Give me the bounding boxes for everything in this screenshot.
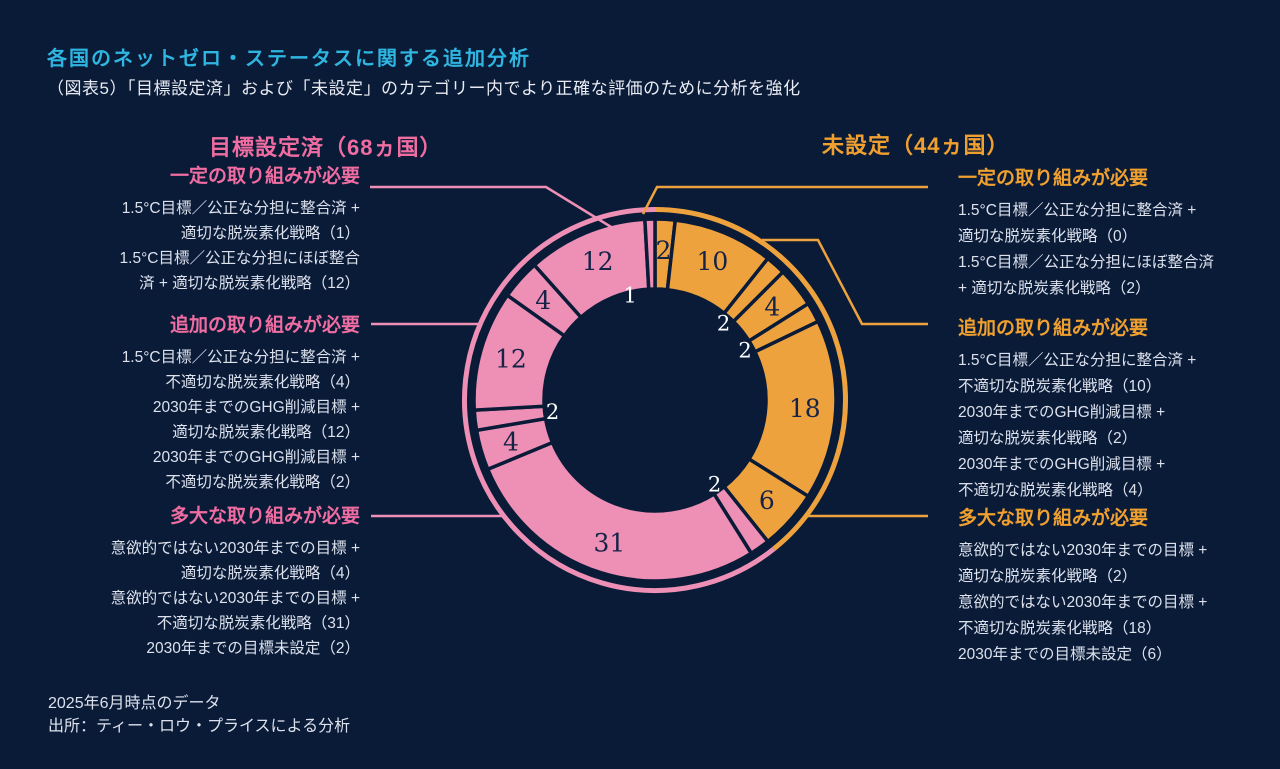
legend-item: 2030年までの目標未設定（6） (958, 642, 1270, 668)
outer-ring (462, 207, 848, 593)
legend-line: 1.5°C目標／公正な分担に整合済 + (121, 349, 360, 366)
legend-line: 意欲的ではない2030年までの目標 + (110, 590, 360, 607)
group-ring-unset (654, 207, 848, 551)
legend-line: 適切な脱炭素化戦略（12） (172, 424, 360, 441)
legend-line: 適切な脱炭素化戦略（2） (958, 430, 1138, 447)
legend-line: 適切な脱炭素化戦略（2） (958, 568, 1138, 585)
chart-number-label: 2 (717, 312, 730, 336)
connector-right-some-effort (641, 185, 928, 215)
legend-item: 2030年までのGHG削減目標 + 適切な脱炭素化戦略（2） (958, 400, 1270, 452)
legend-item: 1.5°C目標／公正な分担にほぼ整合済 + 適切な脱炭素化戦略（2） (958, 250, 1270, 302)
legend-item: 1.5°C目標／公正な分担に整合済 + 適切な脱炭素化戦略（1） (40, 196, 360, 246)
right-group-header: 未設定（44ヵ国） (822, 133, 1010, 158)
chart-number-label: 31 (593, 529, 625, 558)
chart-number-label: 2 (546, 400, 559, 424)
left-legend: 一定の取り組みが必要 1.5°C目標／公正な分担に整合済 + 適切な脱炭素化戦略… (40, 166, 360, 661)
connector-right-additional-effort (762, 238, 928, 326)
chart-number-label: 12 (582, 247, 614, 276)
section-title: 一定の取り組みが必要 (958, 168, 1149, 189)
legend-line: 不適切な脱炭素化戦略（2） (165, 474, 360, 491)
section-title: 多大な取り組みが必要 (169, 506, 360, 527)
group-ring-set (462, 207, 776, 593)
chart-segment (485, 440, 754, 583)
footnote-date: 2025年6月時点のデータ (48, 695, 221, 712)
legend-line: 適切な脱炭素化戦略（0） (958, 228, 1138, 245)
legend-item: 意欲的ではない2030年までの目標 + 不適切な脱炭素化戦略（31） (40, 586, 360, 636)
legend-line: 意欲的ではない2030年までの目標 + (958, 542, 1208, 559)
right-legend: 一定の取り組みが必要 1.5°C目標／公正な分担に整合済 + 適切な脱炭素化戦略… (958, 168, 1270, 668)
legend-item: 1.5°C目標／公正な分担に整合済 + 適切な脱炭素化戦略（0） (958, 198, 1270, 250)
legend-line: 適切な脱炭素化戦略（1） (180, 225, 360, 242)
legend-item: 2030年までのGHG削減目標 + 不適切な脱炭素化戦略（2） (40, 445, 360, 495)
legend-item: 2030年までのGHG削減目標 + 不適切な脱炭素化戦略（4） (958, 452, 1270, 504)
legend-line: 済 + 適切な脱炭素化戦略（12） (139, 275, 360, 292)
legend-line: 1.5°C目標／公正な分担にほぼ整合済 (958, 254, 1214, 271)
legend-line: 適切な脱炭素化戦略（4） (180, 565, 360, 582)
legend-item: 1.5°C目標／公正な分担に整合済 + 不適切な脱炭素化戦略（10） (958, 348, 1270, 400)
donut-segments (472, 217, 838, 583)
legend-item: 意欲的ではない2030年までの目標 + 不適切な脱炭素化戦略（18） (958, 590, 1270, 642)
legend-line: 2030年までの目標未設定（6） (958, 646, 1172, 663)
chart-number-label: 4 (503, 427, 519, 456)
legend-item: 意欲的ではない2030年までの目標 + 適切な脱炭素化戦略（2） (958, 538, 1270, 590)
chart-segment (643, 217, 657, 292)
chart-number-label: 18 (789, 394, 821, 423)
legend-line: 1.5°C目標／公正な分担に整合済 + (958, 202, 1197, 219)
legend-line: 1.5°C目標／公正な分担にほぼ整合 (119, 250, 360, 267)
legend-line: 不適切な脱炭素化戦略（31） (156, 615, 360, 632)
legend-item: 2030年までのGHG削減目標 + 適切な脱炭素化戦略（12） (40, 395, 360, 445)
legend-line: + 適切な脱炭素化戦略（2） (958, 280, 1151, 297)
right-section-additional-effort: 追加の取り組みが必要 1.5°C目標／公正な分担に整合済 + 不適切な脱炭素化戦… (958, 318, 1270, 504)
chart-number-label: 4 (764, 292, 780, 321)
left-group-header: 目標設定済（68ヵ国） (209, 135, 443, 160)
section-title: 追加の取り組みが必要 (958, 318, 1149, 339)
legend-line: 意欲的ではない2030年までの目標 + (958, 594, 1208, 611)
legend-line: 2030年までのGHG削減目標 + (152, 399, 360, 416)
footnote-source: 出所：ティー・ロウ・プライスによる分析 (48, 718, 351, 735)
footnote: 2025年6月時点のデータ 出所：ティー・ロウ・プライスによる分析 (48, 692, 350, 738)
legend-line: 2030年までのGHG削減目標 + (958, 456, 1166, 473)
right-section-some-effort: 一定の取り組みが必要 1.5°C目標／公正な分担に整合済 + 適切な脱炭素化戦略… (958, 168, 1270, 302)
connector-left-some-effort (370, 185, 617, 232)
chart-number-label: 2 (655, 236, 671, 265)
section-title: 追加の取り組みが必要 (169, 315, 360, 336)
chart-number-label: 10 (696, 247, 728, 276)
right-section-major-effort: 多大な取り組みが必要 意欲的ではない2030年までの目標 + 適切な脱炭素化戦略… (958, 508, 1270, 668)
legend-line: 2030年までのGHG削減目標 + (958, 404, 1166, 421)
legend-line: 1.5°C目標／公正な分担に整合済 + (121, 200, 360, 217)
chart-number-label: 1 (623, 283, 636, 307)
section-title: 一定の取り組みが必要 (169, 166, 360, 187)
connector-lines (370, 185, 928, 518)
legend-line: 不適切な脱炭素化戦略（4） (165, 374, 360, 391)
legend-line: 1.5°C目標／公正な分担に整合済 + (958, 352, 1197, 369)
legend-line: 2030年までのGHG削減目標 + (152, 449, 360, 466)
left-section-some-effort: 一定の取り組みが必要 1.5°C目標／公正な分担に整合済 + 適切な脱炭素化戦略… (40, 166, 360, 296)
chart-number-label: 2 (708, 472, 721, 496)
page-subtitle: （図表5）「目標設定済」および「未設定」のカテゴリー内でより正確な評価のために分… (47, 79, 801, 98)
legend-item: 意欲的ではない2030年までの目標 + 適切な脱炭素化戦略（4） (40, 536, 360, 586)
left-section-major-effort: 多大な取り組みが必要 意欲的ではない2030年までの目標 + 適切な脱炭素化戦略… (40, 506, 360, 661)
page-title: 各国のネットゼロ・ステータスに関する追加分析 (47, 48, 531, 70)
chart-number-label: 4 (535, 286, 551, 315)
legend-item: 1.5°C目標／公正な分担にほぼ整合 済 + 適切な脱炭素化戦略（12） (40, 246, 360, 296)
legend-line: 不適切な脱炭素化戦略（18） (958, 620, 1162, 637)
legend-line: 2030年までの目標未設定（2） (146, 640, 360, 657)
legend-line: 不適切な脱炭素化戦略（4） (958, 482, 1153, 499)
chart-number-label: 6 (759, 486, 775, 515)
section-title: 多大な取り組みが必要 (958, 508, 1149, 529)
legend-line: 不適切な脱炭素化戦略（10） (958, 378, 1162, 395)
legend-item: 2030年までの目標未設定（2） (40, 636, 360, 661)
chart-number-label: 12 (495, 344, 527, 373)
legend-item: 1.5°C目標／公正な分担に整合済 + 不適切な脱炭素化戦略（4） (40, 345, 360, 395)
left-section-additional-effort: 追加の取り組みが必要 1.5°C目標／公正な分担に整合済 + 不適切な脱炭素化戦… (40, 315, 360, 495)
legend-line: 意欲的ではない2030年までの目標 + (110, 540, 360, 557)
chart-number-label: 2 (738, 339, 751, 363)
